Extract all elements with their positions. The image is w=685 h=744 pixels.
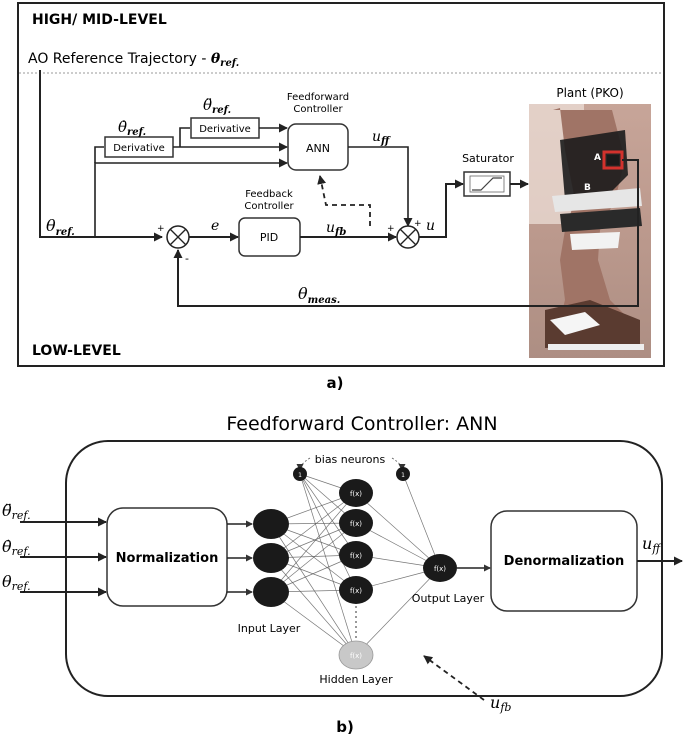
fb-title-1: Feedback bbox=[245, 189, 293, 200]
ufb-to-ann-dashed bbox=[317, 175, 371, 226]
svg-text:f(x): f(x) bbox=[350, 652, 362, 660]
hidden-neuron-3: f(x) bbox=[339, 541, 373, 569]
network-connection bbox=[402, 473, 441, 569]
trajectory-label: AO Reference Trajectory - θref. bbox=[28, 51, 239, 69]
plant-marker-a: A bbox=[594, 153, 601, 163]
svg-text:f(x): f(x) bbox=[434, 565, 446, 573]
input-neuron-2 bbox=[253, 543, 289, 573]
hidden-layer-label: Hidden Layer bbox=[319, 673, 393, 686]
derivative-2-label: Derivative bbox=[199, 124, 251, 135]
theta-meas-label: θmeas. bbox=[298, 284, 340, 306]
denormalization-label: Denormalization bbox=[504, 554, 625, 569]
pid-label: PID bbox=[260, 231, 278, 244]
network-connection bbox=[355, 567, 441, 656]
panel-a-frame bbox=[17, 2, 665, 367]
plant-photo: A B bbox=[529, 104, 651, 358]
high-mid-level-label: HIGH/ MID-LEVEL bbox=[32, 12, 167, 28]
uff-label: uff bbox=[372, 129, 391, 147]
hidden-neuron-4: f(x) bbox=[339, 576, 373, 604]
network-connection bbox=[270, 523, 357, 656]
svg-text:f(x): f(x) bbox=[350, 490, 362, 498]
theta-ref-label: θref. bbox=[46, 216, 75, 238]
input-layer-label: Input Layer bbox=[238, 622, 301, 635]
caption-b: b) bbox=[336, 718, 354, 736]
theta-ref-wire bbox=[39, 70, 163, 242]
ff-title-2: Controller bbox=[293, 104, 343, 115]
ufb-dashed-arrow bbox=[423, 655, 485, 701]
strap-white bbox=[570, 232, 620, 250]
network-connection bbox=[270, 492, 357, 559]
normalization-label: Normalization bbox=[116, 551, 219, 566]
network-connection bbox=[270, 557, 357, 656]
fb-title-2: Controller bbox=[244, 201, 294, 212]
error-label: e bbox=[211, 218, 219, 234]
input-neuron-3 bbox=[253, 577, 289, 607]
ff-title-1: Feedforward bbox=[287, 92, 349, 103]
panel-b-frame bbox=[65, 440, 663, 697]
network-connection bbox=[299, 473, 357, 656]
thetaddot-label: θ̈ref. bbox=[203, 96, 231, 116]
minus-sign-1: - bbox=[185, 252, 189, 265]
knee-brace bbox=[560, 130, 628, 205]
normalization-block bbox=[106, 507, 228, 607]
derivative-1-label: Derivative bbox=[113, 143, 165, 154]
svg-text:f(x): f(x) bbox=[350, 587, 362, 595]
caption-a: a) bbox=[327, 374, 344, 392]
saturator-label: Saturator bbox=[462, 152, 514, 165]
ufb-label: ufb bbox=[326, 220, 346, 238]
input-neuron-1 bbox=[253, 509, 289, 539]
u-wire bbox=[419, 179, 464, 238]
panel-a: HIGH/ MID-LEVEL LOW-LEVEL AO Reference T… bbox=[17, 2, 665, 392]
saturator-curve-icon bbox=[472, 177, 502, 191]
uff-output-label: uff bbox=[642, 534, 662, 555]
bias-neuron-1 bbox=[293, 467, 307, 481]
svg-text:f(x): f(x) bbox=[350, 552, 362, 560]
plant-marker-b: B bbox=[584, 183, 591, 193]
branch-derivative-1 bbox=[94, 146, 104, 163]
hidden-neuron-1: f(x) bbox=[339, 479, 373, 507]
network-connection bbox=[299, 473, 357, 556]
bias-neuron-2 bbox=[396, 467, 410, 481]
hidden-neuron-last: f(x) bbox=[338, 640, 374, 670]
hidden-neuron-2: f(x) bbox=[339, 509, 373, 537]
svg-text:f(x): f(x) bbox=[350, 520, 362, 528]
svg-text:1: 1 bbox=[298, 472, 302, 479]
panel-b-title: Feedforward Controller: ANN bbox=[226, 413, 497, 435]
u-label: u bbox=[426, 218, 435, 234]
ann-label: ANN bbox=[306, 142, 330, 155]
theta-ref-to-ann bbox=[94, 158, 288, 237]
plus-sign-3: + bbox=[414, 219, 422, 229]
uff-wire bbox=[348, 146, 413, 227]
input-label-1: θ̈ref. bbox=[2, 501, 31, 522]
plus-sign-1: + bbox=[157, 224, 165, 234]
input-label-3: θref. bbox=[2, 572, 31, 593]
network-connection bbox=[270, 591, 357, 656]
plant-label: Plant (PKO) bbox=[556, 86, 623, 100]
branch-derivative-2 bbox=[179, 127, 190, 147]
input-label-2: θ̇ref. bbox=[2, 537, 31, 558]
svg-text:1: 1 bbox=[401, 472, 405, 479]
low-level-label: LOW-LEVEL bbox=[32, 343, 121, 359]
network-connection bbox=[270, 492, 357, 593]
output-layer-label: Output Layer bbox=[412, 592, 485, 605]
network-connection bbox=[270, 523, 357, 591]
thetadot-label: θ̇ref. bbox=[118, 118, 146, 138]
plus-sign-2: + bbox=[387, 224, 395, 234]
output-neuron: f(x) bbox=[423, 554, 457, 582]
theta-meas-wire bbox=[173, 159, 639, 307]
shoe-swoosh bbox=[550, 312, 600, 335]
network-connection bbox=[299, 473, 357, 591]
strap-upper bbox=[552, 188, 642, 212]
panel-b: Feedforward Controller: ANN θ̈ref. θ̇ref… bbox=[2, 413, 683, 736]
strap-lower bbox=[560, 208, 642, 232]
network-connection bbox=[355, 492, 441, 569]
ufb-input-label: ufb bbox=[490, 693, 511, 714]
bias-neurons-label: bias neurons bbox=[315, 453, 386, 466]
